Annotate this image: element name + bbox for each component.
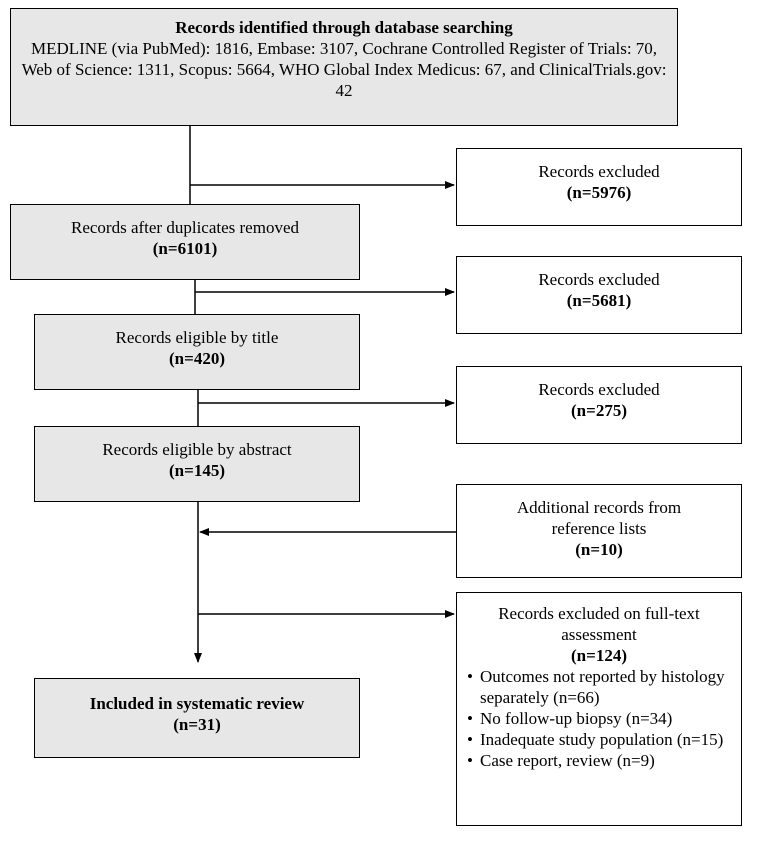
identified-box: Records identified through database sear… <box>10 8 678 126</box>
excluded-3-count: (n=275) <box>571 401 627 420</box>
additional-records-count: (n=10) <box>575 540 623 559</box>
excluded-2-label: Records excluded <box>538 270 660 289</box>
by-title-count: (n=420) <box>169 349 225 368</box>
excluded-1-count: (n=5976) <box>566 183 632 202</box>
exclusion-reason: Outcomes not reported by histology separ… <box>467 666 733 708</box>
by-abstract-box: Records eligible by abstract (n=145) <box>34 426 360 502</box>
fulltext-excluded-label: Records excluded on full-text assessment <box>498 604 700 644</box>
identified-title: Records identified through database sear… <box>175 18 513 37</box>
exclusion-reasons-list: Outcomes not reported by histology separ… <box>461 666 737 771</box>
exclusion-reason: No follow-up biopsy (n=34) <box>467 708 733 729</box>
by-title-label: Records eligible by title <box>115 328 279 347</box>
additional-records-label: Additional records from reference lists <box>516 498 682 538</box>
excluded-box-1: Records excluded (n=5976) <box>456 148 742 226</box>
after-duplicates-label: Records after duplicates removed <box>71 218 299 237</box>
by-title-box: Records eligible by title (n=420) <box>34 314 360 390</box>
excluded-2-count: (n=5681) <box>566 291 632 310</box>
by-abstract-count: (n=145) <box>169 461 225 480</box>
after-duplicates-box: Records after duplicates removed (n=6101… <box>10 204 360 280</box>
excluded-1-label: Records excluded <box>538 162 660 181</box>
exclusion-reason: Inadequate study population (n=15) <box>467 729 733 750</box>
by-abstract-label: Records eligible by abstract <box>102 440 292 459</box>
included-count: (n=31) <box>173 715 221 734</box>
included-box: Included in systematic review (n=31) <box>34 678 360 758</box>
excluded-3-label: Records excluded <box>538 380 660 399</box>
excluded-box-3: Records excluded (n=275) <box>456 366 742 444</box>
after-duplicates-count: (n=6101) <box>152 239 218 258</box>
fulltext-excluded-box: Records excluded on full-text assessment… <box>456 592 742 826</box>
identified-detail: MEDLINE (via PubMed): 1816, Embase: 3107… <box>21 39 667 100</box>
excluded-box-2: Records excluded (n=5681) <box>456 256 742 334</box>
exclusion-reason: Case report, review (n=9) <box>467 750 733 771</box>
fulltext-excluded-count: (n=124) <box>571 646 627 665</box>
included-label: Included in systematic review <box>89 694 305 713</box>
additional-records-box: Additional records from reference lists … <box>456 484 742 578</box>
